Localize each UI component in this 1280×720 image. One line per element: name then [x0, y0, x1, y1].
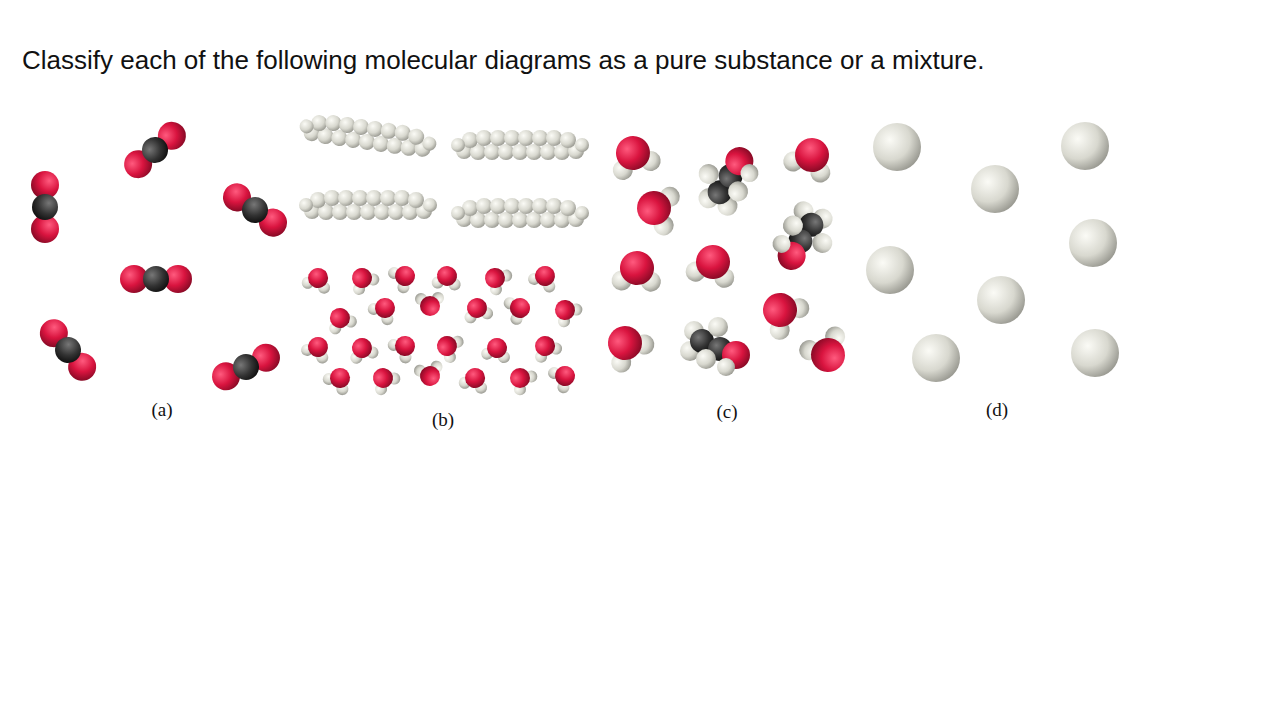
water-molecule [345, 262, 382, 297]
atom [873, 123, 921, 171]
water-molecule [597, 315, 660, 376]
co2-molecule [120, 265, 192, 293]
atom [1071, 329, 1119, 377]
water-molecule [415, 292, 444, 316]
water-molecule [630, 178, 686, 238]
water-molecule [607, 132, 663, 182]
water-molecule [478, 260, 515, 298]
panel-label: (c) [716, 401, 737, 423]
water-molecule [386, 259, 421, 296]
water-molecule [431, 328, 466, 365]
water-molecule [780, 129, 843, 190]
water-molecule [457, 364, 492, 396]
water-molecule [528, 331, 564, 365]
water-molecule [431, 264, 464, 293]
water-molecule [683, 238, 743, 294]
water-molecule [413, 360, 446, 389]
atom [977, 276, 1025, 324]
alkane-chain [451, 130, 589, 160]
water-molecule [366, 361, 404, 397]
alkane-chain [298, 111, 439, 160]
question-title: Classify each of the following molecular… [22, 45, 984, 76]
water-molecule [480, 335, 514, 366]
water-molecule [320, 361, 358, 398]
ethanol-molecule [692, 141, 762, 220]
co2-molecule [217, 178, 292, 242]
water-molecule [795, 324, 855, 380]
water-molecule [461, 296, 494, 325]
atom [1069, 219, 1117, 267]
co2-molecule [34, 313, 102, 386]
alkane-chain [451, 198, 589, 228]
panel-label: (a) [151, 399, 172, 421]
atom [866, 246, 914, 294]
water-molecule [299, 331, 336, 366]
water-molecule [610, 247, 666, 297]
water-molecule [385, 329, 422, 367]
co2-molecule [31, 171, 59, 243]
water-molecule [346, 334, 380, 365]
atom [1061, 122, 1109, 170]
water-molecule [546, 359, 581, 396]
water-molecule [300, 264, 335, 296]
co2-molecule [207, 339, 284, 395]
atom [971, 165, 1019, 213]
water-molecule [548, 293, 586, 330]
co2-molecule [118, 116, 191, 184]
panel-label: (b) [432, 409, 454, 431]
water-molecule [502, 291, 534, 326]
alkane-chain [299, 190, 437, 220]
water-molecule [323, 303, 358, 335]
water-molecule [526, 260, 563, 295]
water-molecule [751, 280, 816, 344]
water-molecule [365, 291, 403, 328]
atom [912, 334, 960, 382]
water-molecule [503, 360, 540, 397]
ethanol-molecule [680, 317, 750, 376]
panel-label: (d) [986, 399, 1008, 421]
ethanol-molecule [769, 197, 839, 276]
